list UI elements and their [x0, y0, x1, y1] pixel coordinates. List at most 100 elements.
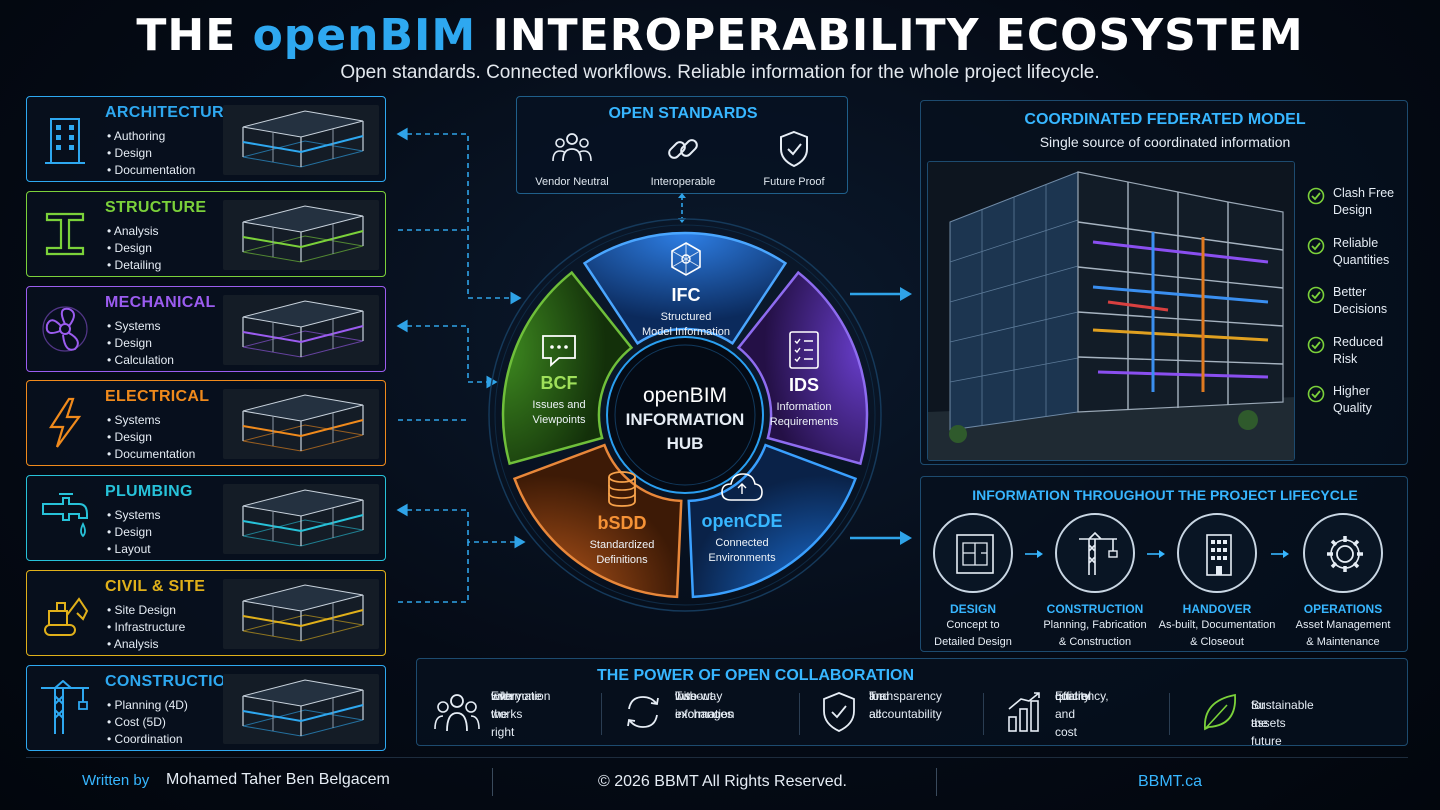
- stage-desc: As-built, Documentation: [1158, 619, 1276, 631]
- stage-operations: OPERATIONS Asset Management & Maintenanc…: [1283, 513, 1403, 650]
- stage-design: DESIGN Concept to Detailed Design: [913, 513, 1033, 650]
- database-icon: [608, 471, 636, 507]
- discipline-model-image: [223, 294, 379, 365]
- discipline-item: Design: [107, 335, 174, 352]
- discipline-items: AnalysisDesignDetailing: [107, 223, 161, 274]
- discipline-card-architecture: ARCHITECTUREAuthoringDesignDocumentation: [26, 96, 386, 182]
- divider: [799, 693, 800, 735]
- segment-subtitle: Definitions: [596, 554, 648, 566]
- stage-arrows: [1025, 550, 1289, 558]
- lifecycle-title: INFORMATION THROUGHOUT THE PROJECT LIFEC…: [972, 487, 1358, 503]
- segment-title: openCDE: [701, 511, 783, 531]
- excavator-icon: [39, 585, 91, 641]
- discipline-item: Analysis: [107, 636, 185, 653]
- discipline-item: Design: [107, 524, 161, 541]
- standard-vendor-neutral: Vendor Neutral: [517, 129, 627, 188]
- crane-icon: [39, 679, 91, 736]
- discipline-card-plumbing: PLUMBING SystemsDesignLayout: [26, 475, 386, 562]
- lightning-icon: [39, 395, 91, 451]
- check-circle-icon: [1307, 336, 1325, 353]
- check-circle-icon: [1307, 385, 1325, 403]
- openbim-hub-wheel: [488, 218, 882, 612]
- hub-center-line: HUB: [666, 434, 704, 453]
- checklist-icon: [789, 331, 819, 369]
- gear-icon: [1327, 536, 1363, 572]
- hub-output-arrows: [850, 287, 912, 545]
- footer-divider: [26, 757, 1408, 758]
- hub-center: openBIM INFORMATION HUB: [605, 384, 765, 456]
- discipline-name: STRUCTURE: [105, 198, 207, 216]
- chain-link-icon: [668, 139, 698, 159]
- hub-segment-bcf: BCF Issues and Viewpoints: [516, 332, 602, 428]
- discipline-item: Cost (5D): [107, 714, 188, 731]
- hub-segment-bsdd: bSDD Standardized Definitions: [572, 470, 672, 568]
- discipline-model-image: [223, 673, 379, 744]
- discipline-item: Systems: [107, 507, 161, 524]
- discipline-name: CONSTRUCTION: [105, 672, 238, 690]
- written-by-label: Written by: [82, 772, 150, 789]
- segment-subtitle: Structured: [660, 311, 712, 323]
- discipline-item: Coordination: [107, 731, 188, 748]
- stage-construction: CONSTRUCTION Planning, Fabrication & Con…: [1035, 513, 1155, 650]
- discipline-item: Design: [107, 240, 161, 257]
- stage-name: CONSTRUCTION: [1046, 602, 1144, 616]
- segment-title: bSDD: [597, 513, 647, 533]
- people-group-icon: [552, 133, 592, 162]
- title-accent: openBIM: [252, 10, 477, 61]
- discipline-items: SystemsDesignLayout: [107, 507, 161, 558]
- discipline-item: Detailing: [107, 257, 162, 274]
- discipline-item: Layout: [107, 541, 161, 558]
- bar-chart-icon: [1008, 692, 1040, 732]
- divider: [1169, 693, 1170, 735]
- i-beam-icon: [39, 206, 91, 262]
- discipline-name: PLUMBING: [105, 483, 193, 501]
- segment-subtitle: Connected: [715, 537, 769, 549]
- open-standards-panel: OPEN STANDARDS Vendor Neutral Interopera…: [516, 96, 848, 194]
- segment-subtitle: Environments: [708, 552, 776, 564]
- stage-desc: & Construction: [1058, 636, 1132, 648]
- check-circle-icon: [1307, 237, 1325, 254]
- hub-wedge-bsdd: [512, 443, 683, 599]
- hub-wedge-bcf: [501, 270, 634, 466]
- discipline-name: CIVIL & SITE: [105, 578, 206, 595]
- leaf-icon: [1204, 693, 1236, 731]
- cloud-icon: [721, 473, 763, 501]
- standard-interoperable: Interoperable: [628, 129, 738, 188]
- website-link[interactable]: BBMT.ca: [1138, 773, 1203, 790]
- discipline-item: Planning (4D): [107, 697, 188, 714]
- discipline-card-construction: CONSTRUCTION Planning (4D)Cost (5D)Coordi…: [26, 664, 386, 751]
- discipline-items: Planning (4D)Cost (5D)Coordination: [107, 697, 188, 748]
- discipline-items: SystemsDesignCalculation: [107, 318, 174, 369]
- page-title: THE openBIM INTEROPERABILITY ECOSYSTEM: [136, 10, 1304, 61]
- discipline-card-civil-site: CIVIL & SITESite DesignInfrastructureAna…: [26, 570, 386, 656]
- stage-name: HANDOVER: [1182, 602, 1252, 616]
- lifecycle-panel: INFORMATION THROUGHOUT THE PROJECT LIFEC…: [920, 476, 1408, 652]
- hub-segment-ifc: IFC Structured Model Information: [626, 240, 746, 340]
- check-circle-icon: [1307, 286, 1325, 304]
- building-icon: [39, 111, 91, 167]
- hub-segment-ids: IDS Information Requirements: [756, 330, 852, 430]
- discipline-card-structure: STRUCTURE AnalysisDesignDetailing: [26, 190, 386, 277]
- discipline-model-image: [223, 484, 379, 555]
- hub-segments: [501, 231, 869, 599]
- standard-label: Future Proof: [763, 176, 825, 188]
- copyright-text: © 2026 BBMT All Rights Reserved.: [598, 773, 847, 790]
- segment-title: BCF: [540, 373, 578, 393]
- segment-subtitle: Model Information: [641, 326, 731, 338]
- page-subtitle: Open standards. Connected workflows. Rel…: [340, 62, 1100, 83]
- stage-name: OPERATIONS: [1303, 602, 1383, 616]
- building-icon: [1206, 534, 1232, 576]
- hub-center-line: INFORMATION: [625, 410, 745, 429]
- standard-label: Interoperable: [650, 176, 716, 188]
- discipline-name: ELECTRICAL: [105, 388, 210, 406]
- stage-handover: HANDOVER As-built, Documentation & Close…: [1157, 513, 1277, 650]
- fan-icon: [39, 301, 91, 357]
